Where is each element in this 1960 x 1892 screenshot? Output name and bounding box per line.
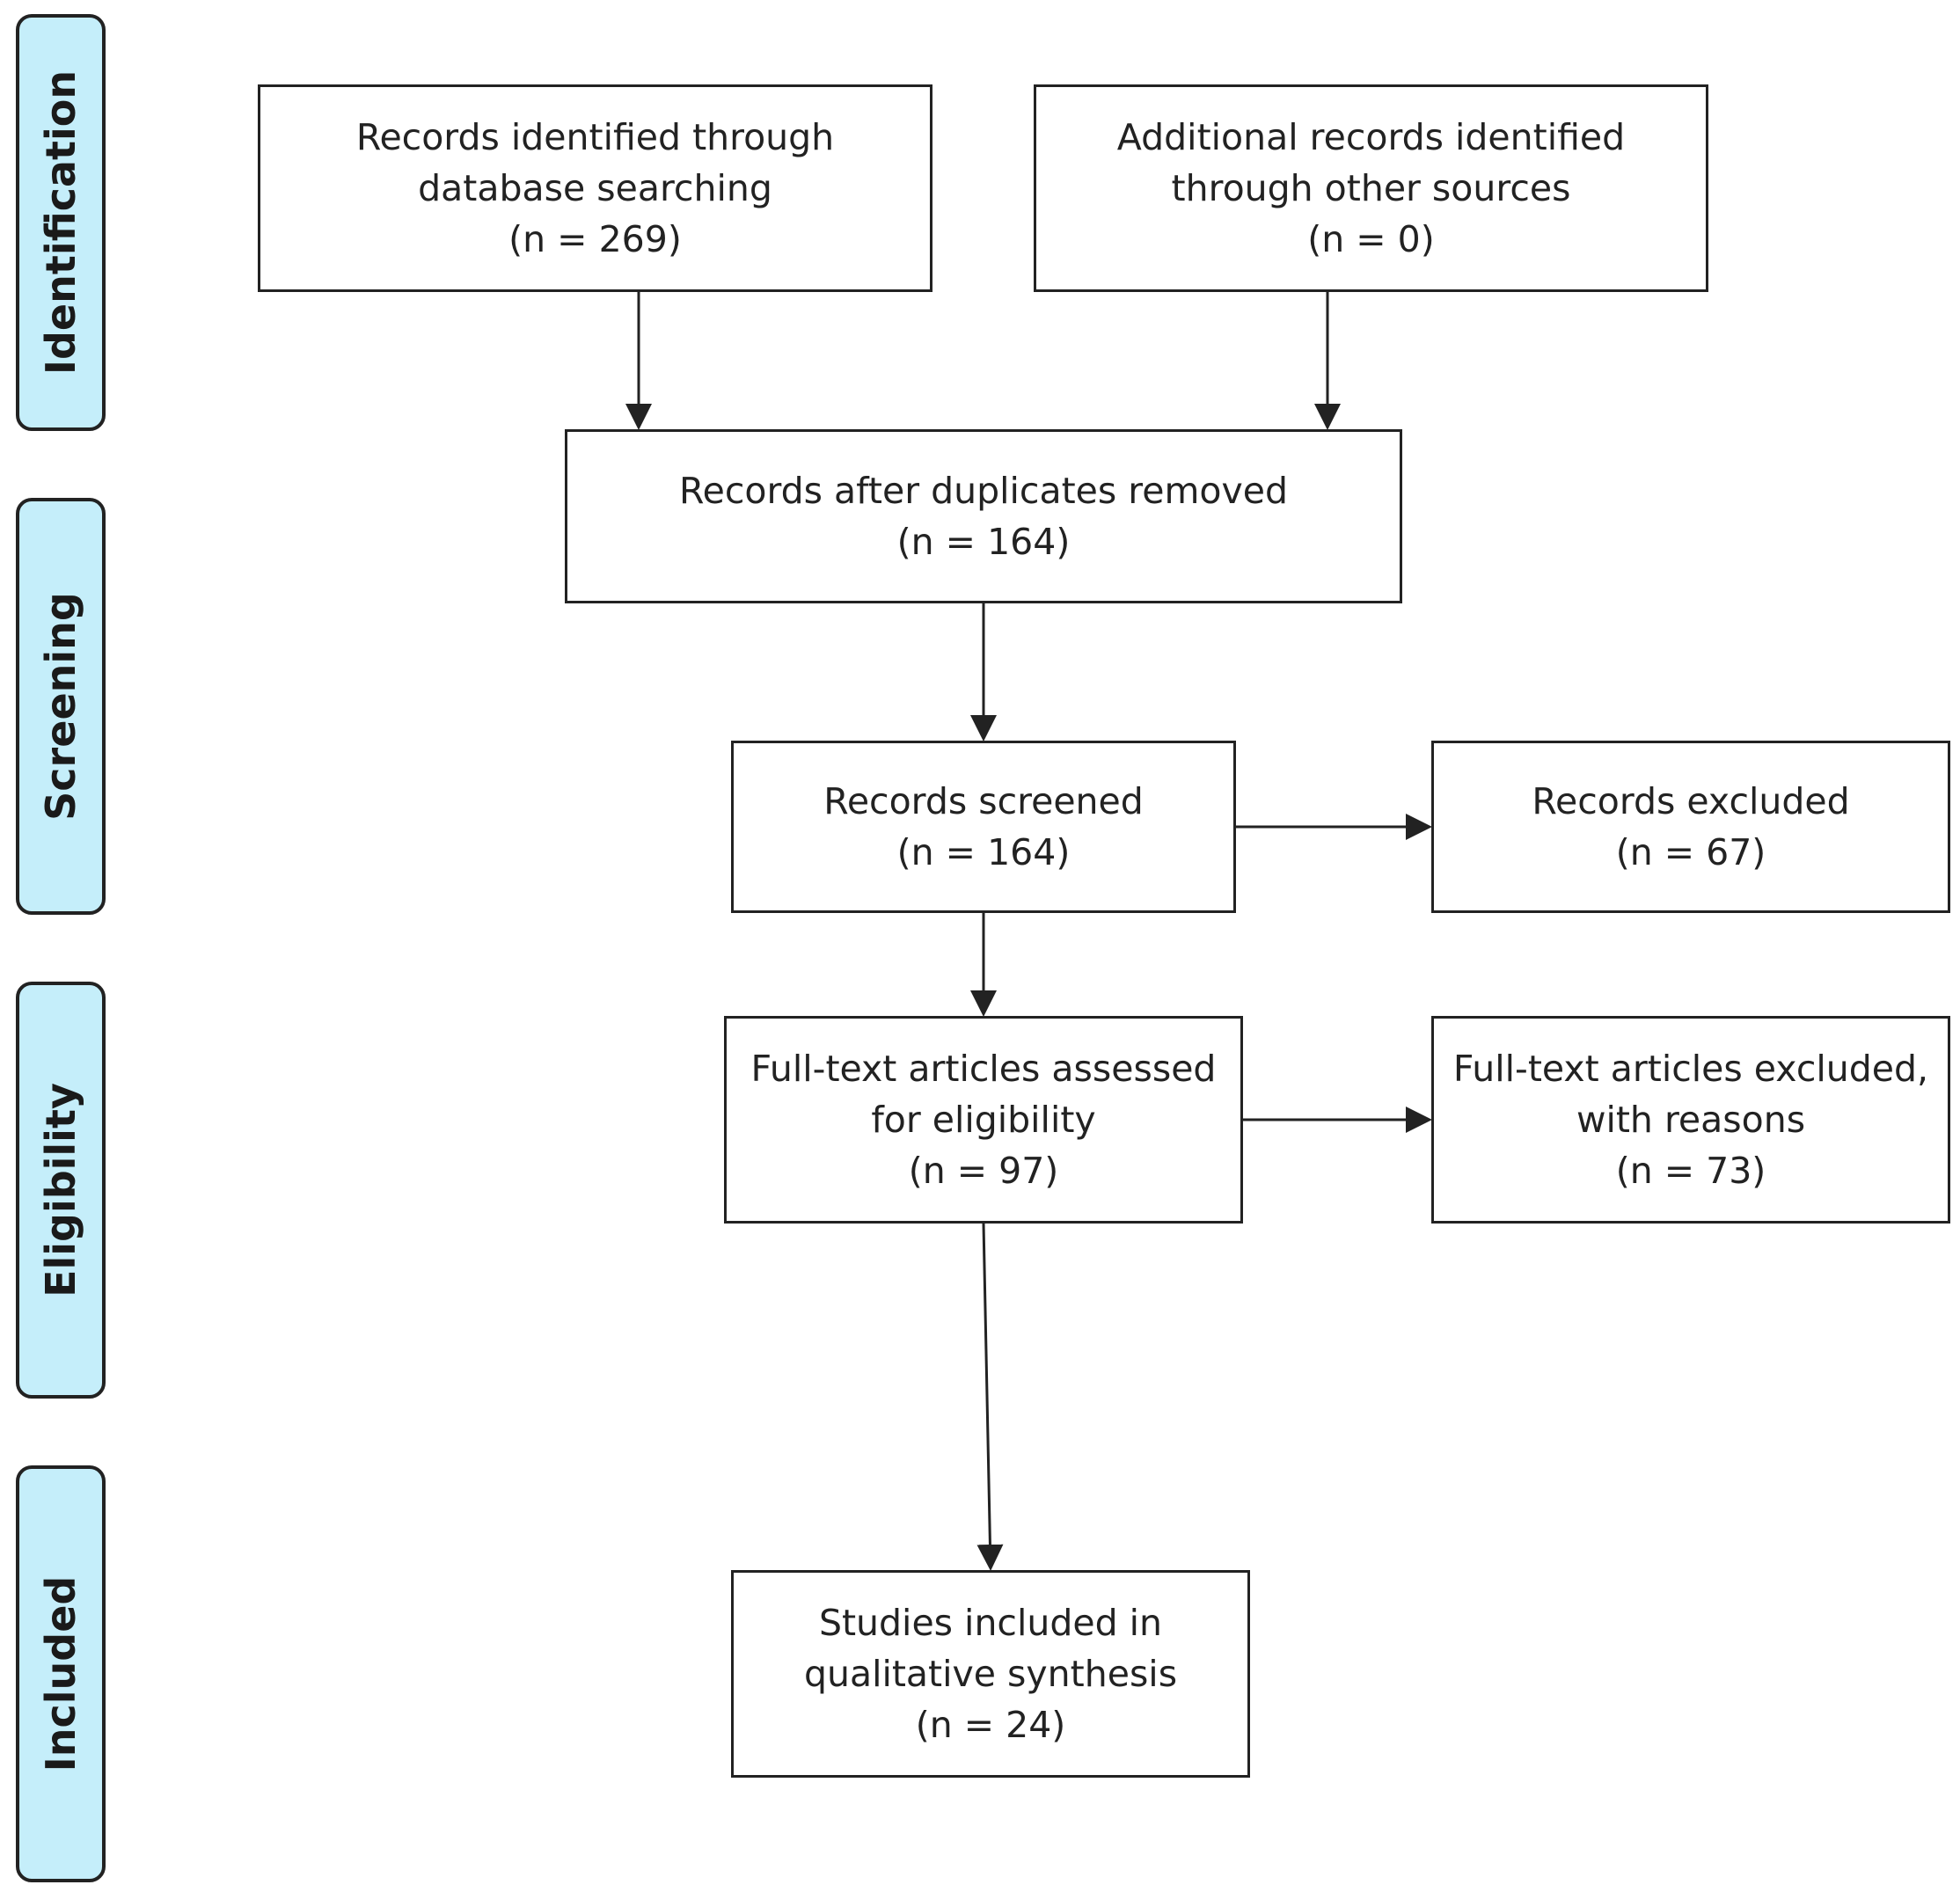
phase-eligibility: Eligibility xyxy=(16,982,106,1399)
box-duplicates-removed: Records after duplicates removed (n = 16… xyxy=(565,429,1402,603)
box-fulltext-assessed-line1: Full-text articles assessed xyxy=(750,1048,1217,1090)
box-records-screened-count: (n = 164) xyxy=(896,831,1071,873)
box-other-sources-line1: Additional records identified xyxy=(1116,116,1626,158)
phase-identification-label: Identification xyxy=(37,69,84,376)
box-records-screened: Records screened (n = 164) xyxy=(731,741,1236,913)
box-records-excluded-line1: Records excluded xyxy=(1532,780,1850,822)
box-fulltext-excluded-line2: with reasons xyxy=(1576,1099,1806,1141)
phase-screening-label: Screening xyxy=(37,592,84,821)
phase-screening: Screening xyxy=(16,498,106,915)
box-records-excluded-count: (n = 67) xyxy=(1615,831,1766,873)
box-other-sources: Additional records identified through ot… xyxy=(1034,84,1708,292)
box-database-search: Records identified through database sear… xyxy=(258,84,932,292)
box-fulltext-assessed: Full-text articles assessed for eligibil… xyxy=(724,1016,1243,1224)
box-database-search-line1: Records identified through xyxy=(355,116,835,158)
phase-included: Included xyxy=(16,1465,106,1882)
box-records-screened-line1: Records screened xyxy=(823,780,1144,822)
box-included-studies-line2: qualitative synthesis xyxy=(803,1653,1178,1695)
box-database-search-line2: database searching xyxy=(418,167,772,209)
box-included-studies: Studies included in qualitative synthesi… xyxy=(731,1570,1250,1778)
box-fulltext-assessed-line2: for eligibility xyxy=(871,1099,1096,1141)
box-duplicates-removed-count: (n = 164) xyxy=(896,521,1071,563)
box-duplicates-removed-line1: Records after duplicates removed xyxy=(679,470,1288,512)
box-included-studies-line1: Studies included in xyxy=(818,1602,1163,1644)
arrow-fulltext-to-included xyxy=(976,1223,1004,1571)
phase-included-label: Included xyxy=(37,1575,84,1772)
box-database-search-count: (n = 269) xyxy=(508,218,682,260)
box-other-sources-line2: through other sources xyxy=(1171,167,1571,209)
box-included-studies-count: (n = 24) xyxy=(915,1704,1066,1746)
box-fulltext-excluded: Full-text articles excluded, with reason… xyxy=(1431,1016,1950,1224)
box-fulltext-assessed-count: (n = 97) xyxy=(908,1150,1059,1192)
box-fulltext-excluded-count: (n = 73) xyxy=(1615,1150,1766,1192)
box-other-sources-count: (n = 0) xyxy=(1307,218,1435,260)
box-fulltext-excluded-line1: Full-text articles excluded, xyxy=(1452,1048,1929,1090)
phase-identification: Identification xyxy=(16,14,106,431)
phase-eligibility-label: Eligibility xyxy=(37,1083,84,1297)
box-records-excluded: Records excluded (n = 67) xyxy=(1431,741,1950,913)
